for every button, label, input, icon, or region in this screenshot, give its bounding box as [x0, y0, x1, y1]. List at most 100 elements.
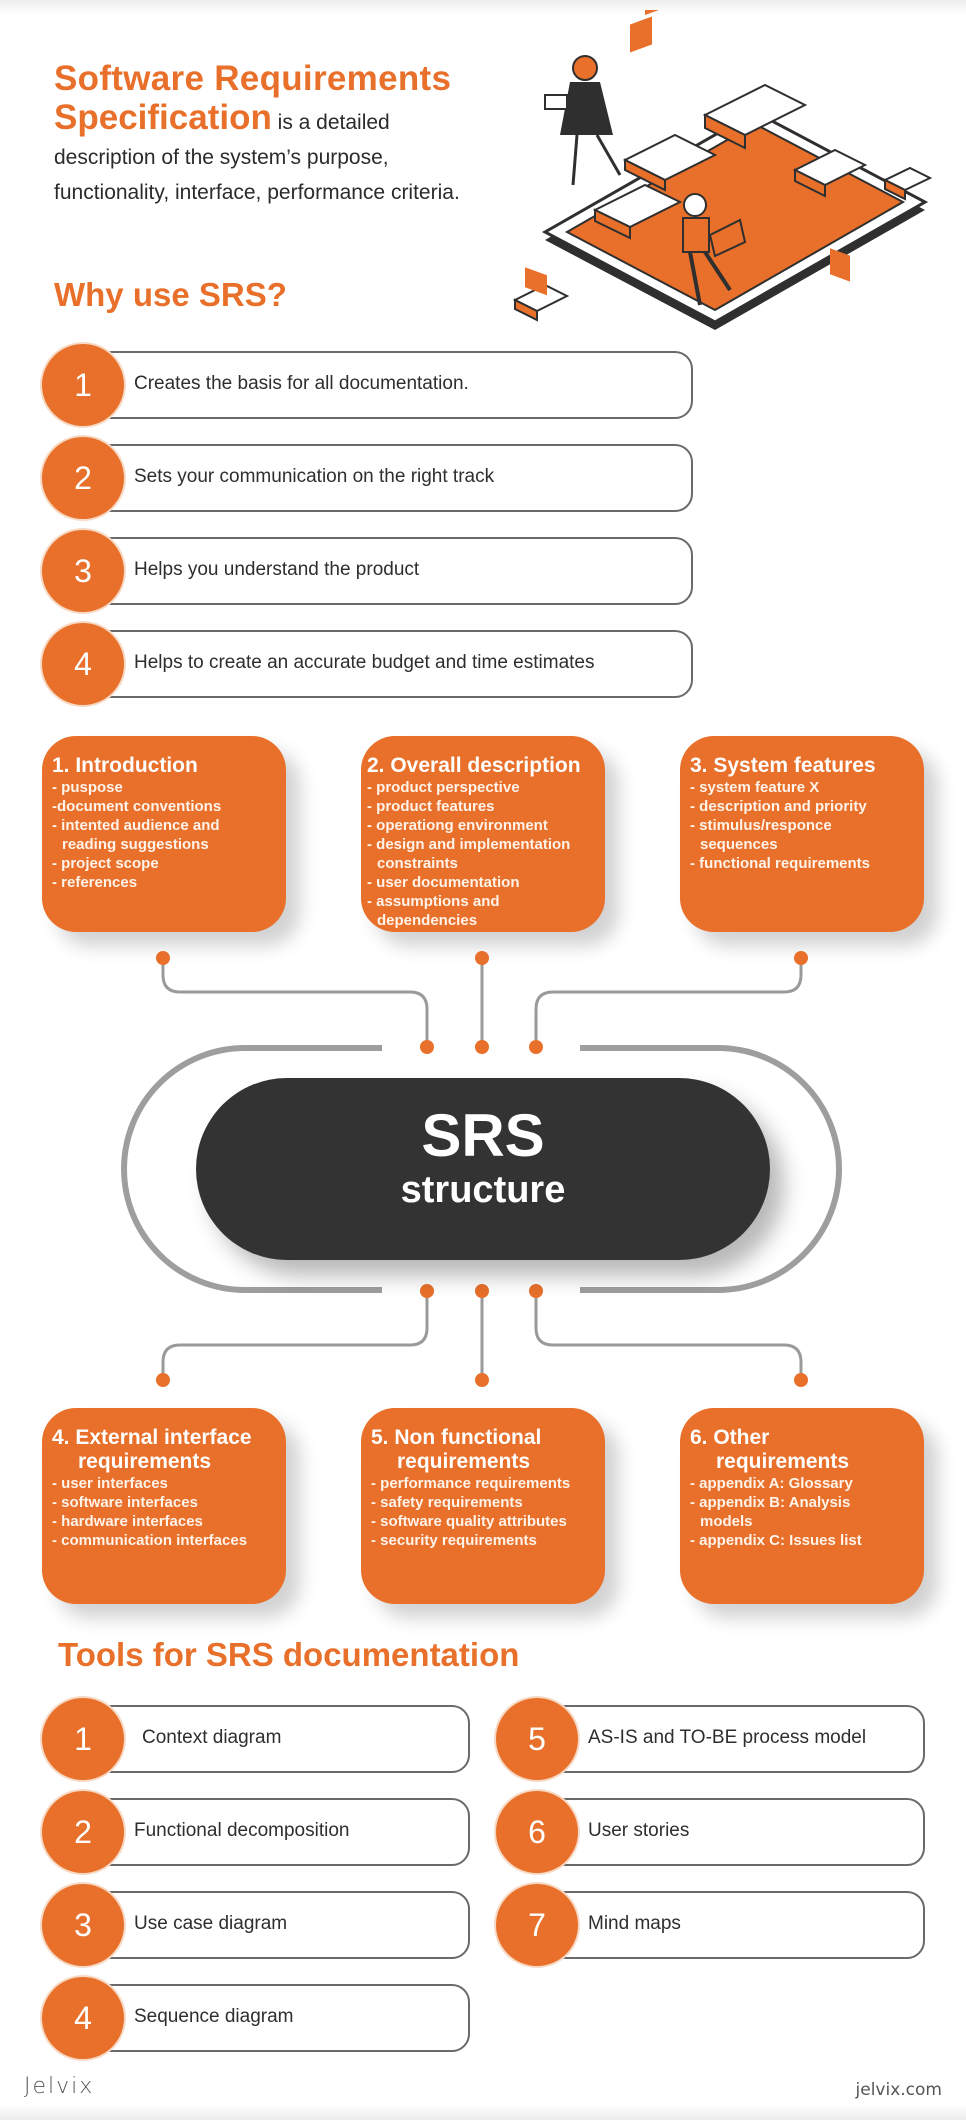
card-list-item: - software quality attributes: [371, 1513, 567, 1530]
tool-item-text: User stories: [588, 1820, 690, 1841]
card-list: - user interfaces - software interfaces …: [52, 1474, 276, 1550]
tool-item: 3 Use case diagram: [42, 1884, 470, 1966]
card-list-item: - user documentation: [367, 874, 520, 891]
why-item-text: Helps to create an accurate budget and t…: [134, 652, 595, 673]
card-list-item: - appendix C: Issues list: [690, 1532, 862, 1549]
card-list-item: - description and priority: [690, 798, 867, 815]
tool-item: 1 Context diagram: [42, 1698, 470, 1780]
number-badge: 4: [42, 1977, 124, 2059]
card-list-item: models: [700, 1513, 753, 1530]
why-item: 4 Helps to create an accurate budget and…: [42, 623, 693, 705]
structure-card-overall-description: 2. Overall description - product perspec…: [361, 736, 605, 932]
why-item-text: Creates the basis for all documentation.: [134, 373, 469, 394]
card-list-item: - product features: [367, 798, 495, 815]
srs-connector-diagram: [121, 951, 842, 1387]
card-list-item: - system feature X: [690, 779, 820, 796]
card-list-item: - performance requirements: [371, 1475, 571, 1492]
footer-url: jelvix.com: [855, 2080, 942, 2100]
why-item-pill: [92, 444, 693, 512]
tool-item-text: Sequence diagram: [134, 2006, 294, 2027]
card-list-item: - security requirements: [371, 1532, 537, 1549]
tool-item-pill: [92, 1891, 470, 1959]
srs-title: SRS: [421, 1102, 545, 1169]
tool-item-text: Mind maps: [588, 1913, 681, 1934]
card-title-line: 6. Other: [690, 1426, 770, 1449]
card-title-line: 5. Non functional: [371, 1426, 542, 1449]
intro-paragraph: Specification is a detailed description …: [54, 100, 494, 210]
card-title-line: requirements: [397, 1450, 531, 1473]
card-title: 3. System features: [690, 754, 876, 777]
structure-card-system-features: 3. System features - system feature X - …: [680, 736, 924, 932]
card-list-item: - appendix A: Glossary: [690, 1475, 853, 1492]
card-list: - system feature X - description and pri…: [690, 778, 914, 873]
card-list: - appendix A: Glossary - appendix B: Ana…: [690, 1474, 914, 1550]
why-item: 1 Creates the basis for all documentatio…: [42, 344, 693, 426]
number-badge: 2: [42, 437, 124, 519]
card-title-line: requirements: [78, 1450, 212, 1473]
tool-item-pill: [546, 1798, 925, 1866]
tool-item-text: AS-IS and TO-BE process model: [588, 1727, 867, 1748]
connector-dots: [156, 951, 808, 1387]
number-badge: 6: [496, 1791, 578, 1873]
card-list: - performance requirements - safety requ…: [371, 1474, 595, 1550]
tool-item-pill: [92, 1984, 470, 2052]
jelvix-logo: Jelvix: [24, 2074, 95, 2099]
card-title: 2. Overall description: [367, 754, 581, 777]
card-list-item: - intented audience and: [52, 817, 220, 834]
card-list-item: - stimulus/responce: [690, 817, 832, 834]
title-highlight: Specification: [54, 98, 272, 137]
card-list-item: - project scope: [52, 855, 159, 872]
srs-structure-center: SRS structure: [196, 1078, 770, 1260]
why-item-text: Sets your communication on the right tra…: [134, 466, 495, 487]
card-list-item: - product perspective: [367, 779, 520, 796]
bottom-shadow: [0, 2104, 966, 2120]
why-heading: Why use SRS?: [54, 276, 287, 313]
isometric-phone-illustration: [512, 10, 933, 330]
chat-bubbles-icon: [525, 10, 850, 296]
why-item: 2 Sets your communication on the right t…: [42, 437, 693, 519]
top-shadow: [0, 0, 966, 14]
tool-item-text: Functional decomposition: [134, 1820, 350, 1841]
man-figure-icon: [682, 193, 747, 306]
tool-item-pill: [546, 1705, 925, 1773]
card-list-item: dependencies: [377, 912, 478, 929]
tool-item: 7 Mind maps: [496, 1884, 925, 1966]
card-list-item: sequences: [700, 836, 778, 853]
card-list: - puspose -document conventions - intent…: [52, 778, 276, 892]
tool-item: 6 User stories: [496, 1791, 925, 1873]
card-list-item: - functional requirements: [690, 855, 871, 872]
tool-item-text: Use case diagram: [134, 1913, 288, 1934]
number-badge: 4: [42, 623, 124, 705]
why-item-pill: [92, 351, 693, 419]
card-list-item: reading suggestions: [62, 836, 209, 853]
why-item-pill: [92, 537, 693, 605]
tool-item: 5 AS-IS and TO-BE process model: [496, 1698, 925, 1780]
woman-figure-icon: [544, 55, 622, 186]
tool-item: 4 Sequence diagram: [42, 1977, 470, 2059]
card-list-item: - puspose: [52, 779, 123, 796]
title-line-1: Software Requirements: [54, 59, 452, 98]
tool-item: 2 Functional decomposition: [42, 1791, 470, 1873]
card-list-item: - assumptions and: [367, 893, 500, 910]
why-item: 3 Helps you understand the product: [42, 530, 693, 612]
card-list: - product perspective - product features…: [367, 778, 595, 930]
structure-card-introduction: 1. Introduction - puspose -document conv…: [42, 736, 286, 932]
number-badge: 1: [42, 1698, 124, 1780]
srs-subtitle: structure: [400, 1169, 566, 1211]
number-badge: 1: [42, 344, 124, 426]
intro-description: is a detailed description of the system’…: [54, 111, 460, 204]
card-title-line: 4. External interface: [52, 1426, 252, 1449]
card-list-item: - software interfaces: [52, 1494, 198, 1511]
page-title: Software Requirements: [54, 58, 514, 100]
card-list-item: constraints: [377, 855, 458, 872]
blocks-icon: [512, 83, 933, 322]
number-badge: 7: [496, 1884, 578, 1966]
card-list-item: - operationg environment: [367, 817, 548, 834]
number-badge: 3: [42, 1884, 124, 1966]
tools-heading: Tools for SRS documentation: [58, 1636, 520, 1673]
card-title-line: requirements: [716, 1450, 850, 1473]
